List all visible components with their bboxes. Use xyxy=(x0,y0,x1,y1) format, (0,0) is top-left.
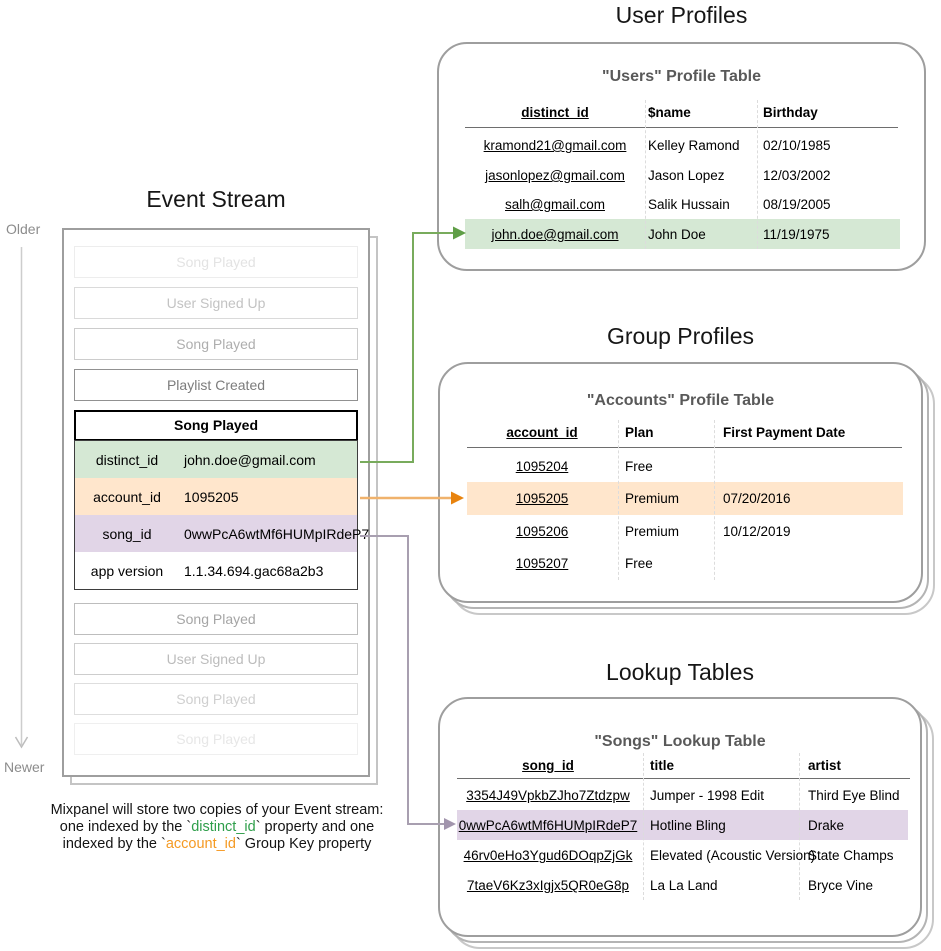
event-property-row-app-version: app version 1.1.34.694.gac68a2b3 xyxy=(75,552,357,589)
header-divider xyxy=(457,778,910,779)
table-cell: jasonlopez@gmail.com xyxy=(485,168,625,183)
event-item: Playlist Created xyxy=(74,369,358,401)
event-detail-card: distinct_id john.doe@gmail.com account_i… xyxy=(74,440,369,590)
table-cell: Drake xyxy=(808,818,845,833)
caption-line-3: indexed by the `account_id` Group Key pr… xyxy=(62,836,372,852)
column-separator xyxy=(714,420,715,580)
property-key: song_id xyxy=(102,525,152,542)
users-table-title: "Users" Profile Table xyxy=(602,68,761,85)
highlighted-user-row xyxy=(465,219,900,249)
event-property-row-distinct-id: distinct_id john.doe@gmail.com xyxy=(75,441,357,478)
table-cell: Jumper - 1998 Edit xyxy=(650,788,765,803)
user-profiles-title: User Profiles xyxy=(615,2,748,28)
property-value: 1095205 xyxy=(184,488,239,505)
songs-table-title: "Songs" Lookup Table xyxy=(594,733,766,750)
property-value: john.doe@gmail.com xyxy=(184,451,316,468)
distinct-id-code: distinct_id xyxy=(191,819,256,835)
table-cell: 11/19/1975 xyxy=(763,227,830,242)
table-cell: 1095204 xyxy=(515,459,569,474)
table-cell: 0wwPcA6wtMf6HUMpIRdeP7 xyxy=(458,818,638,833)
group-profiles-title: Group Profiles xyxy=(606,323,754,349)
table-cell: 1095206 xyxy=(515,524,569,539)
table-cell: 07/20/2016 xyxy=(723,491,791,506)
property-key: app version xyxy=(90,562,164,579)
column-header: Plan xyxy=(625,425,654,440)
column-header: account_id xyxy=(506,425,578,440)
table-cell: 46rv0eHo3Ygud6DOqpZjGk xyxy=(463,848,633,863)
event-item: User Signed Up xyxy=(74,287,358,319)
property-value: 1.1.34.694.gac68a2b3 xyxy=(184,562,324,579)
table-cell: Salik Hussain xyxy=(648,197,730,212)
table-cell: kramond21@gmail.com xyxy=(483,138,627,153)
table-cell: Premium xyxy=(625,524,680,539)
table-cell: Third Eye Blind xyxy=(808,788,900,803)
table-cell: State Champs xyxy=(808,848,894,863)
column-header: artist xyxy=(808,758,842,773)
table-cell: 3354J49VpkbZJho7Ztdzpw xyxy=(466,788,630,803)
table-cell: salh@gmail.com xyxy=(505,197,605,212)
event-item: Song Played xyxy=(74,328,358,360)
event-stream-title: Event Stream xyxy=(146,186,286,212)
header-divider xyxy=(467,447,902,448)
column-header: distinct_id xyxy=(521,105,589,120)
table-cell: 08/19/2005 xyxy=(763,197,831,212)
event-item: Song Played xyxy=(74,683,358,715)
table-cell: 7taeV6Kz3xIgjx5QR0eG8p xyxy=(466,878,630,893)
accounts-table-title: "Accounts" Profile Table xyxy=(586,392,775,409)
column-separator xyxy=(757,100,758,249)
table-cell: Jason Lopez xyxy=(648,168,725,183)
event-item: Song Played xyxy=(74,723,358,755)
header-divider xyxy=(465,127,898,128)
column-header: title xyxy=(650,758,675,773)
table-cell: john.doe@gmail.com xyxy=(491,227,619,242)
table-cell: Elevated (Acoustic Version) xyxy=(650,848,816,863)
lookup-tables-title: Lookup Tables xyxy=(606,659,754,685)
table-cell: 12/03/2002 xyxy=(763,168,831,183)
table-cell: John Doe xyxy=(648,227,706,242)
account-id-code: account_id xyxy=(165,836,236,852)
table-cell: 1095207 xyxy=(515,556,569,571)
timeline-arrow xyxy=(14,247,29,749)
older-label: Older xyxy=(6,221,41,237)
event-property-row-account-id: account_id 1095205 xyxy=(75,478,357,515)
property-key: account_id xyxy=(93,488,161,505)
table-cell: Premium xyxy=(625,491,680,506)
highlighted-account-row xyxy=(467,482,903,515)
table-cell: Free xyxy=(625,556,653,571)
column-separator xyxy=(618,420,619,580)
table-cell: Free xyxy=(625,459,653,474)
property-key: distinct_id xyxy=(95,451,159,468)
caption-line-1: Mixpanel will store two copies of your E… xyxy=(50,802,384,818)
table-cell: Bryce Vine xyxy=(808,878,874,893)
event-item: Song Played xyxy=(74,246,358,278)
newer-label: Newer xyxy=(4,759,45,775)
column-header: Birthday xyxy=(763,105,818,120)
table-cell: La La Land xyxy=(650,878,718,893)
table-cell: 1095205 xyxy=(515,491,569,506)
event-item: Song Played xyxy=(74,603,358,635)
column-header: song_id xyxy=(522,758,574,773)
table-cell: 02/10/1985 xyxy=(763,138,831,153)
column-separator xyxy=(643,753,644,900)
event-item: User Signed Up xyxy=(74,643,358,675)
caption-line-2: one indexed by the `distinct_id` propert… xyxy=(59,819,375,835)
table-cell: Kelley Ramond xyxy=(648,138,740,153)
property-value: 0wwPcA6wtMf6HUMpIRdeP7 xyxy=(184,525,370,542)
caption: Mixpanel will store two copies of your E… xyxy=(16,802,418,853)
column-header: First Payment Date xyxy=(723,425,846,440)
event-property-row-song-id: song_id 0wwPcA6wtMf6HUMpIRdeP7 xyxy=(75,515,369,552)
column-separator xyxy=(799,753,800,900)
column-header: $name xyxy=(648,105,691,120)
event-detail-title: Song Played xyxy=(74,410,358,441)
table-cell: Hotline Bling xyxy=(650,818,726,833)
highlighted-song-row xyxy=(457,810,908,840)
column-separator xyxy=(645,100,646,249)
table-cell: 10/12/2019 xyxy=(723,524,791,539)
